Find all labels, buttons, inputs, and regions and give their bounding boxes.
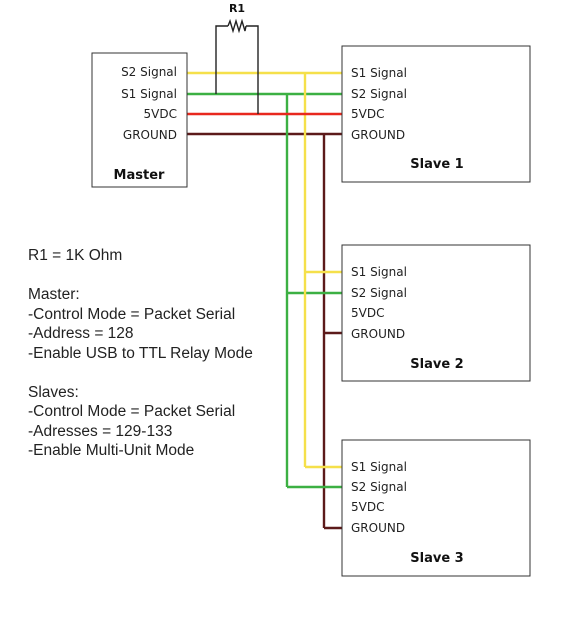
slaves-config-line: -Enable Multi-Unit Mode [28, 442, 195, 459]
slave-3-pin-s1-signal: S1 Signal [351, 460, 407, 474]
slave-3-box: S1 Signal S2 Signal 5VDC GROUND Slave 3 [341, 439, 531, 577]
master-pin-5vdc: 5VDC [144, 107, 177, 121]
slave-3-title: Slave 3 [410, 551, 463, 566]
slave-2-pin-5vdc: 5VDC [351, 306, 384, 320]
master-pin-s1-signal: S1 Signal [121, 87, 177, 101]
slave-2-title: Slave 2 [410, 357, 463, 372]
slave-3-pin-ground: GROUND [351, 521, 405, 535]
master-config-line: -Address = 128 [28, 325, 134, 342]
slave-1-title: Slave 1 [410, 157, 463, 172]
slave-3-pin-s2-signal: S2 Signal [351, 480, 407, 494]
slaves-config-heading: Slaves: [28, 383, 79, 401]
master-pin-s2-signal: S2 Signal [121, 65, 177, 79]
s2-signal-wire [187, 71, 342, 469]
slave-1-box: S1 Signal S2 Signal 5VDC GROUND Slave 1 [341, 45, 531, 183]
slave-1-pin-s2-signal: S2 Signal [351, 87, 407, 101]
config-notes: R1 = 1K Ohm Master: -Control Mode = Pack… [28, 246, 328, 461]
slave-2-box: S1 Signal S2 Signal 5VDC GROUND Slave 2 [341, 244, 531, 382]
resistor-leads [215, 25, 259, 114]
master-config-heading: Master: [28, 286, 80, 303]
master-config-line: -Control Mode = Packet Serial [28, 305, 236, 323]
slave-2-pin-ground: GROUND [351, 327, 405, 341]
slave-1-pin-5vdc: 5VDC [351, 107, 384, 121]
slaves-config-line: -Control Mode = Packet Serial [28, 403, 236, 420]
slaves-config-line: -Adresses = 129-133 [28, 422, 173, 440]
slave-1-pin-ground: GROUND [351, 128, 405, 142]
master-pin-ground: GROUND [123, 128, 177, 142]
slave-3-pin-5vdc: 5VDC [351, 500, 384, 514]
resistor-value-note: R1 = 1K Ohm [28, 247, 123, 264]
resistor-label: R1 [229, 2, 245, 15]
s1-signal-wire [187, 92, 342, 489]
wires [187, 25, 342, 530]
ground-wire [187, 132, 342, 530]
master-config-line: -Enable USB to TTL Relay Mode [28, 344, 253, 362]
master-title: Master [114, 168, 165, 183]
slave-2-pin-s2-signal: S2 Signal [351, 286, 407, 300]
resistor-symbol [227, 18, 247, 34]
master-box: S2 Signal S1 Signal 5VDC GROUND Master [91, 52, 188, 188]
slave-1-pin-s1-signal: S1 Signal [351, 66, 407, 80]
slave-2-pin-s1-signal: S1 Signal [351, 265, 407, 279]
resistor-r1: R1 [227, 2, 247, 34]
